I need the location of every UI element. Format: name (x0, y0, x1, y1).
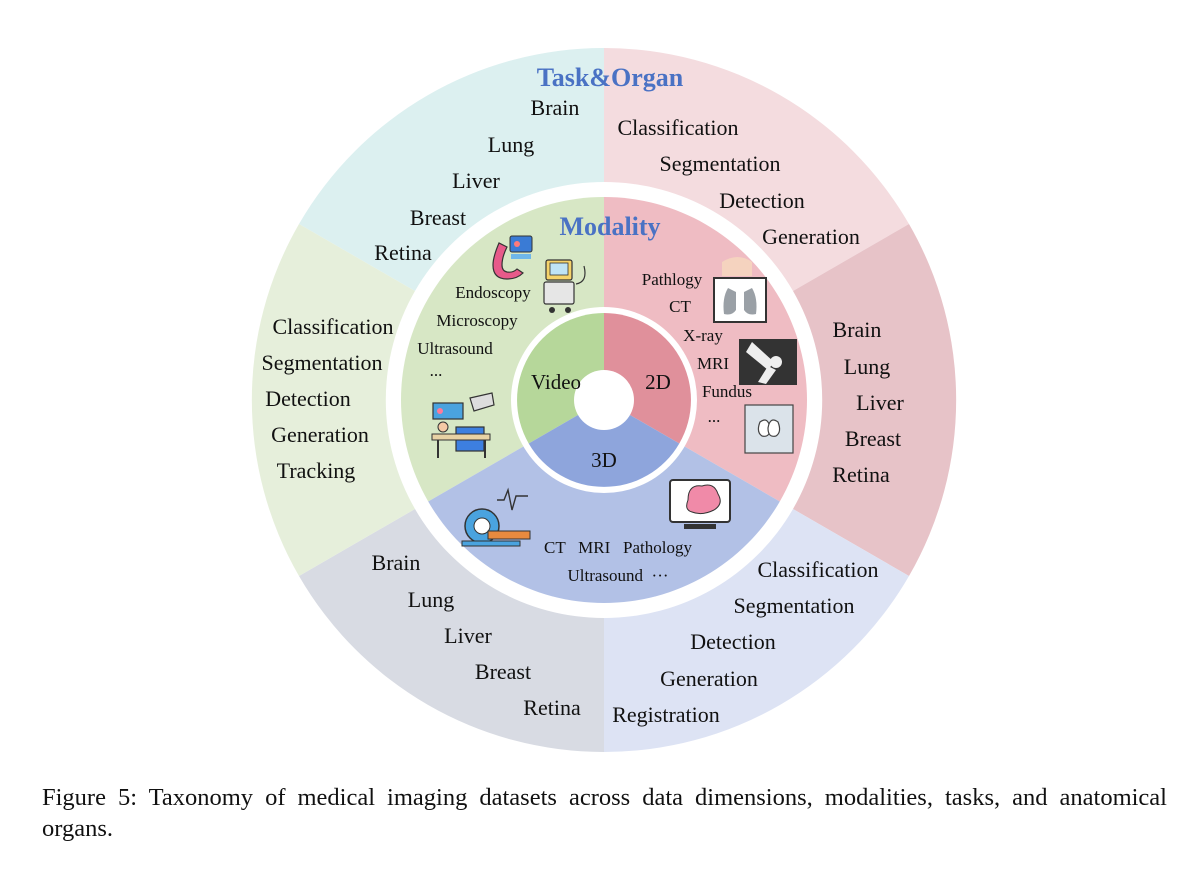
twod-modalities: Pathlogy CT X-ray MRI Fundus ... (642, 270, 752, 426)
organ-label: Breast (475, 659, 531, 684)
modality-label: Fundus (702, 382, 752, 401)
task-label: Generation (660, 666, 758, 691)
ultrasound-machine-icon (543, 259, 586, 313)
organ-label: Lung (408, 587, 454, 612)
modality-label: CT MRI Pathology (544, 538, 692, 557)
task-label: Detection (719, 188, 805, 213)
modality-label: ... (708, 407, 721, 426)
task-label: Classification (618, 115, 739, 140)
organ-label: Retina (374, 240, 432, 265)
organ-label: Brain (372, 550, 421, 575)
brain-scan-icon (669, 479, 731, 529)
task-label: Detection (265, 386, 351, 411)
modality-label: CT (669, 297, 691, 316)
modality-label: Pathlogy (642, 270, 703, 289)
modality-label: MRI (697, 354, 729, 373)
task-label: Registration (612, 702, 720, 727)
task-label: Segmentation (262, 350, 383, 375)
threed-organs: Brain Lung Liver Breast Retina (372, 550, 581, 720)
task-label: Segmentation (734, 593, 855, 618)
task-label: Classification (758, 557, 879, 582)
stomach-icon (492, 235, 533, 280)
modality-label: ... (430, 361, 443, 380)
center-hole (574, 370, 634, 430)
twod-organs: Brain Lung Liver Breast Retina (832, 317, 904, 487)
organ-label: Liver (444, 623, 492, 648)
organ-label: Retina (832, 462, 890, 487)
video-modalities: Endoscopy Microscopy Ultrasound ... (417, 283, 531, 380)
heading-modality: Modality (559, 212, 660, 241)
dimension-segment-3d (528, 400, 680, 487)
organ-label: Breast (410, 205, 466, 230)
outer-ring (251, 47, 957, 752)
kidney-scan-icon (744, 404, 794, 454)
task-label: Generation (762, 224, 860, 249)
modality-label: Microscopy (436, 311, 518, 330)
dimension-label-2d: 2D (645, 370, 671, 394)
ring-segment-2d-organs (793, 224, 957, 576)
dimension-label-video: Video (531, 370, 581, 394)
threed-tasks: Classification Segmentation Detection Ge… (612, 557, 878, 727)
mri-scanner-icon (461, 487, 531, 547)
task-label: Generation (271, 422, 369, 447)
task-label: Segmentation (660, 151, 781, 176)
organ-label: Retina (523, 695, 581, 720)
dimension-label-3d: 3D (591, 448, 617, 472)
figure-caption: Figure 5: Taxonomy of medical imaging da… (42, 784, 1167, 842)
microscope-icon (431, 392, 495, 458)
modality-label: X-ray (683, 326, 723, 345)
ring-segment-3d-organs (299, 509, 604, 752)
task-label: Tracking (277, 458, 356, 483)
lungs-xray-icon (713, 257, 767, 323)
modality-label: Ultrasound (417, 339, 493, 358)
heading-task-organ: Task&Organ (537, 63, 684, 92)
twod-tasks: Classification Segmentation Detection Ge… (618, 115, 860, 249)
taxonomy-diagram: Task&Organ Modality Video 2D 3D Brain Lu… (251, 47, 957, 752)
ring-segment-3d-tasks (604, 509, 909, 752)
organ-label: Liver (856, 390, 904, 415)
task-label: Detection (690, 629, 776, 654)
organ-label: Liver (452, 168, 500, 193)
organ-label: Lung (844, 354, 890, 379)
organ-label: Brain (833, 317, 882, 342)
video-tasks: Classification Segmentation Detection Ge… (262, 314, 394, 483)
modality-segment-3d (428, 400, 780, 603)
organ-label: Brain (531, 95, 580, 120)
organ-label: Breast (845, 426, 901, 451)
task-label: Classification (273, 314, 394, 339)
knee-xray-icon (739, 339, 797, 385)
organ-label: Lung (488, 132, 534, 157)
ring-segment-video-tasks (251, 224, 415, 576)
video-organs: Brain Lung Liver Breast Retina (374, 95, 579, 265)
threed-modalities: CT MRI Pathology Ultrasound ··· (544, 538, 692, 585)
modality-label: Endoscopy (455, 283, 531, 302)
ring-segment-video-organs (299, 47, 604, 291)
modality-label: Ultrasound ··· (567, 566, 668, 585)
ring-segment-2d-tasks (604, 47, 909, 291)
